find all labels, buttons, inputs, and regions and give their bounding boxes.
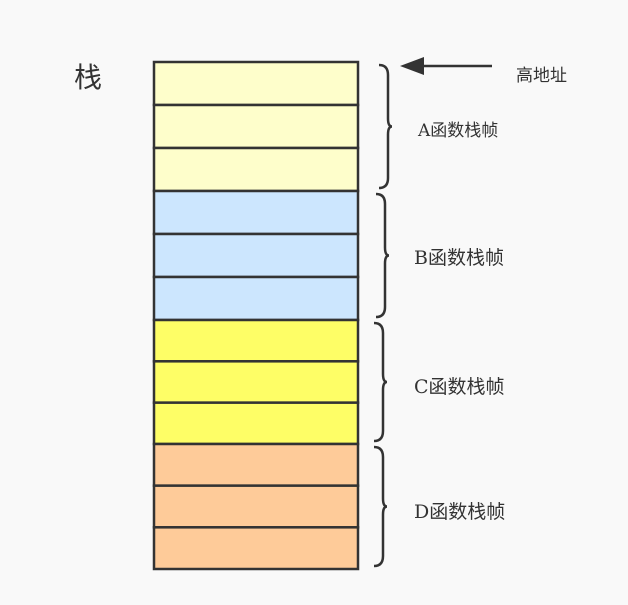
stack-slot-d-1: [152, 442, 360, 487]
stack-slot-c-1: [152, 318, 360, 363]
stack-slot-c-3: [152, 401, 360, 446]
frame-brace-b: [375, 192, 390, 319]
frame-label-c: C函数栈帧: [414, 376, 505, 398]
stack-slot-b-1: [152, 189, 360, 236]
stack-slot-a-3: [152, 146, 360, 193]
frame-label-b: B函数栈帧: [414, 247, 504, 269]
stack-slot-d-3: [152, 526, 360, 571]
stack-slot-b-3: [152, 275, 360, 322]
high-address-label: 高地址: [516, 66, 567, 86]
frame-brace-a: [378, 63, 393, 190]
stack-slot-b-2: [152, 232, 360, 279]
stack-slot-a-2: [152, 103, 360, 150]
stack-slot-c-2: [152, 360, 360, 404]
stack-slot-a-1: [152, 60, 360, 107]
frame-brace-c: [373, 321, 388, 443]
frame-brace-d: [373, 445, 388, 568]
stack-slots: [152, 60, 360, 571]
frame-braces: [373, 63, 393, 568]
stack-slot-d-2: [152, 484, 360, 529]
high-address-arrow: [400, 57, 492, 75]
stack-title: 栈: [74, 61, 103, 94]
frame-label-a: A函数栈帧: [418, 121, 499, 141]
frame-label-d: D函数栈帧: [414, 501, 506, 523]
